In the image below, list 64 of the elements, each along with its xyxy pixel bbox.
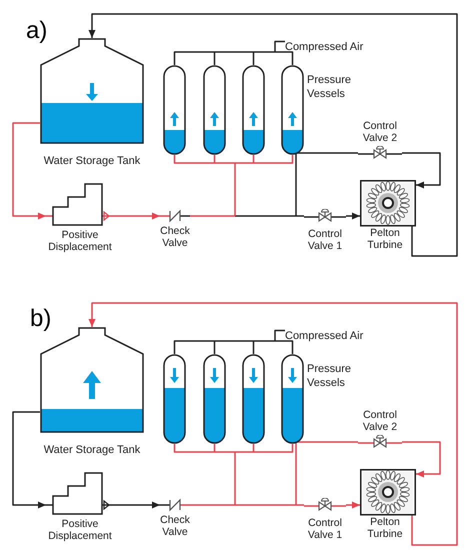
pipe-arrow <box>114 502 160 508</box>
pipe-line <box>190 215 235 217</box>
tank-label: Water Storage Tank <box>44 443 140 457</box>
valve-label: Control Valve 1 <box>306 228 344 252</box>
pipe-line <box>275 51 294 65</box>
pipe-line <box>214 162 235 164</box>
pipe-line <box>254 51 275 53</box>
tank-label: Water Storage Tank <box>44 154 140 168</box>
pipe-line <box>252 52 254 65</box>
panel-label: b) <box>30 305 52 332</box>
pipe-arrow <box>402 441 441 478</box>
pipe-line <box>214 52 216 65</box>
pipe-line <box>254 444 294 453</box>
pipe-line <box>214 341 216 354</box>
pipe-line <box>174 444 214 453</box>
pipe-line <box>296 504 304 506</box>
pipe-line <box>252 341 254 354</box>
valve-label: Control Valve 1 <box>306 517 344 541</box>
pipe-line <box>252 155 254 163</box>
pipe-arrow <box>402 152 441 188</box>
pipe-line <box>254 340 275 342</box>
air-label: Compressed Air <box>285 41 364 53</box>
pipe-arrow <box>346 212 360 220</box>
pipe-arrow <box>88 13 458 257</box>
pipe-arrow <box>12 411 46 508</box>
pipe-arrow <box>114 212 160 220</box>
pump-label: Positive Displacement <box>47 229 113 253</box>
pipe-line <box>235 451 254 453</box>
pipe-arrow <box>346 502 360 508</box>
valve-label: Control Valve 2 <box>362 120 398 144</box>
pipe-line <box>274 330 285 341</box>
vessels-label: Pressure Vessels <box>307 73 352 101</box>
air-label: Compressed Air <box>285 330 364 342</box>
turbine-label: Pelton Turbine <box>366 227 404 251</box>
pipe-line <box>275 340 294 354</box>
pipe-line <box>295 152 358 216</box>
panel-label: a) <box>26 17 48 44</box>
valve-label: Check Valve <box>160 225 190 249</box>
pipe-line <box>296 215 304 217</box>
pipe-line <box>235 215 296 217</box>
pipe-line <box>234 452 236 505</box>
valve-label: Control Valve 2 <box>362 409 398 433</box>
valve-label: Check Valve <box>160 514 190 538</box>
pipe-line <box>235 504 296 506</box>
vessels-label: Pressure Vessels <box>307 362 352 390</box>
pipe-line <box>254 155 294 164</box>
pipe-line <box>174 51 214 65</box>
pipe-line <box>214 155 216 163</box>
pipe-line <box>190 504 235 506</box>
pipe-line <box>274 40 285 52</box>
pipe-line <box>174 340 214 354</box>
pipe-line <box>214 340 254 342</box>
pipe-line <box>234 163 236 216</box>
pipe-line <box>295 441 358 505</box>
pipe-line <box>252 444 254 452</box>
pipe-line <box>174 155 214 164</box>
pipe-line <box>235 162 254 164</box>
pipe-arrow <box>88 302 458 546</box>
pipe-line <box>214 451 235 453</box>
pipe-line <box>214 444 216 452</box>
pipe-line <box>214 51 254 53</box>
pipe-arrow <box>12 122 46 220</box>
turbine-label: Pelton Turbine <box>366 516 404 540</box>
pump-label: Positive Displacement <box>47 518 113 542</box>
